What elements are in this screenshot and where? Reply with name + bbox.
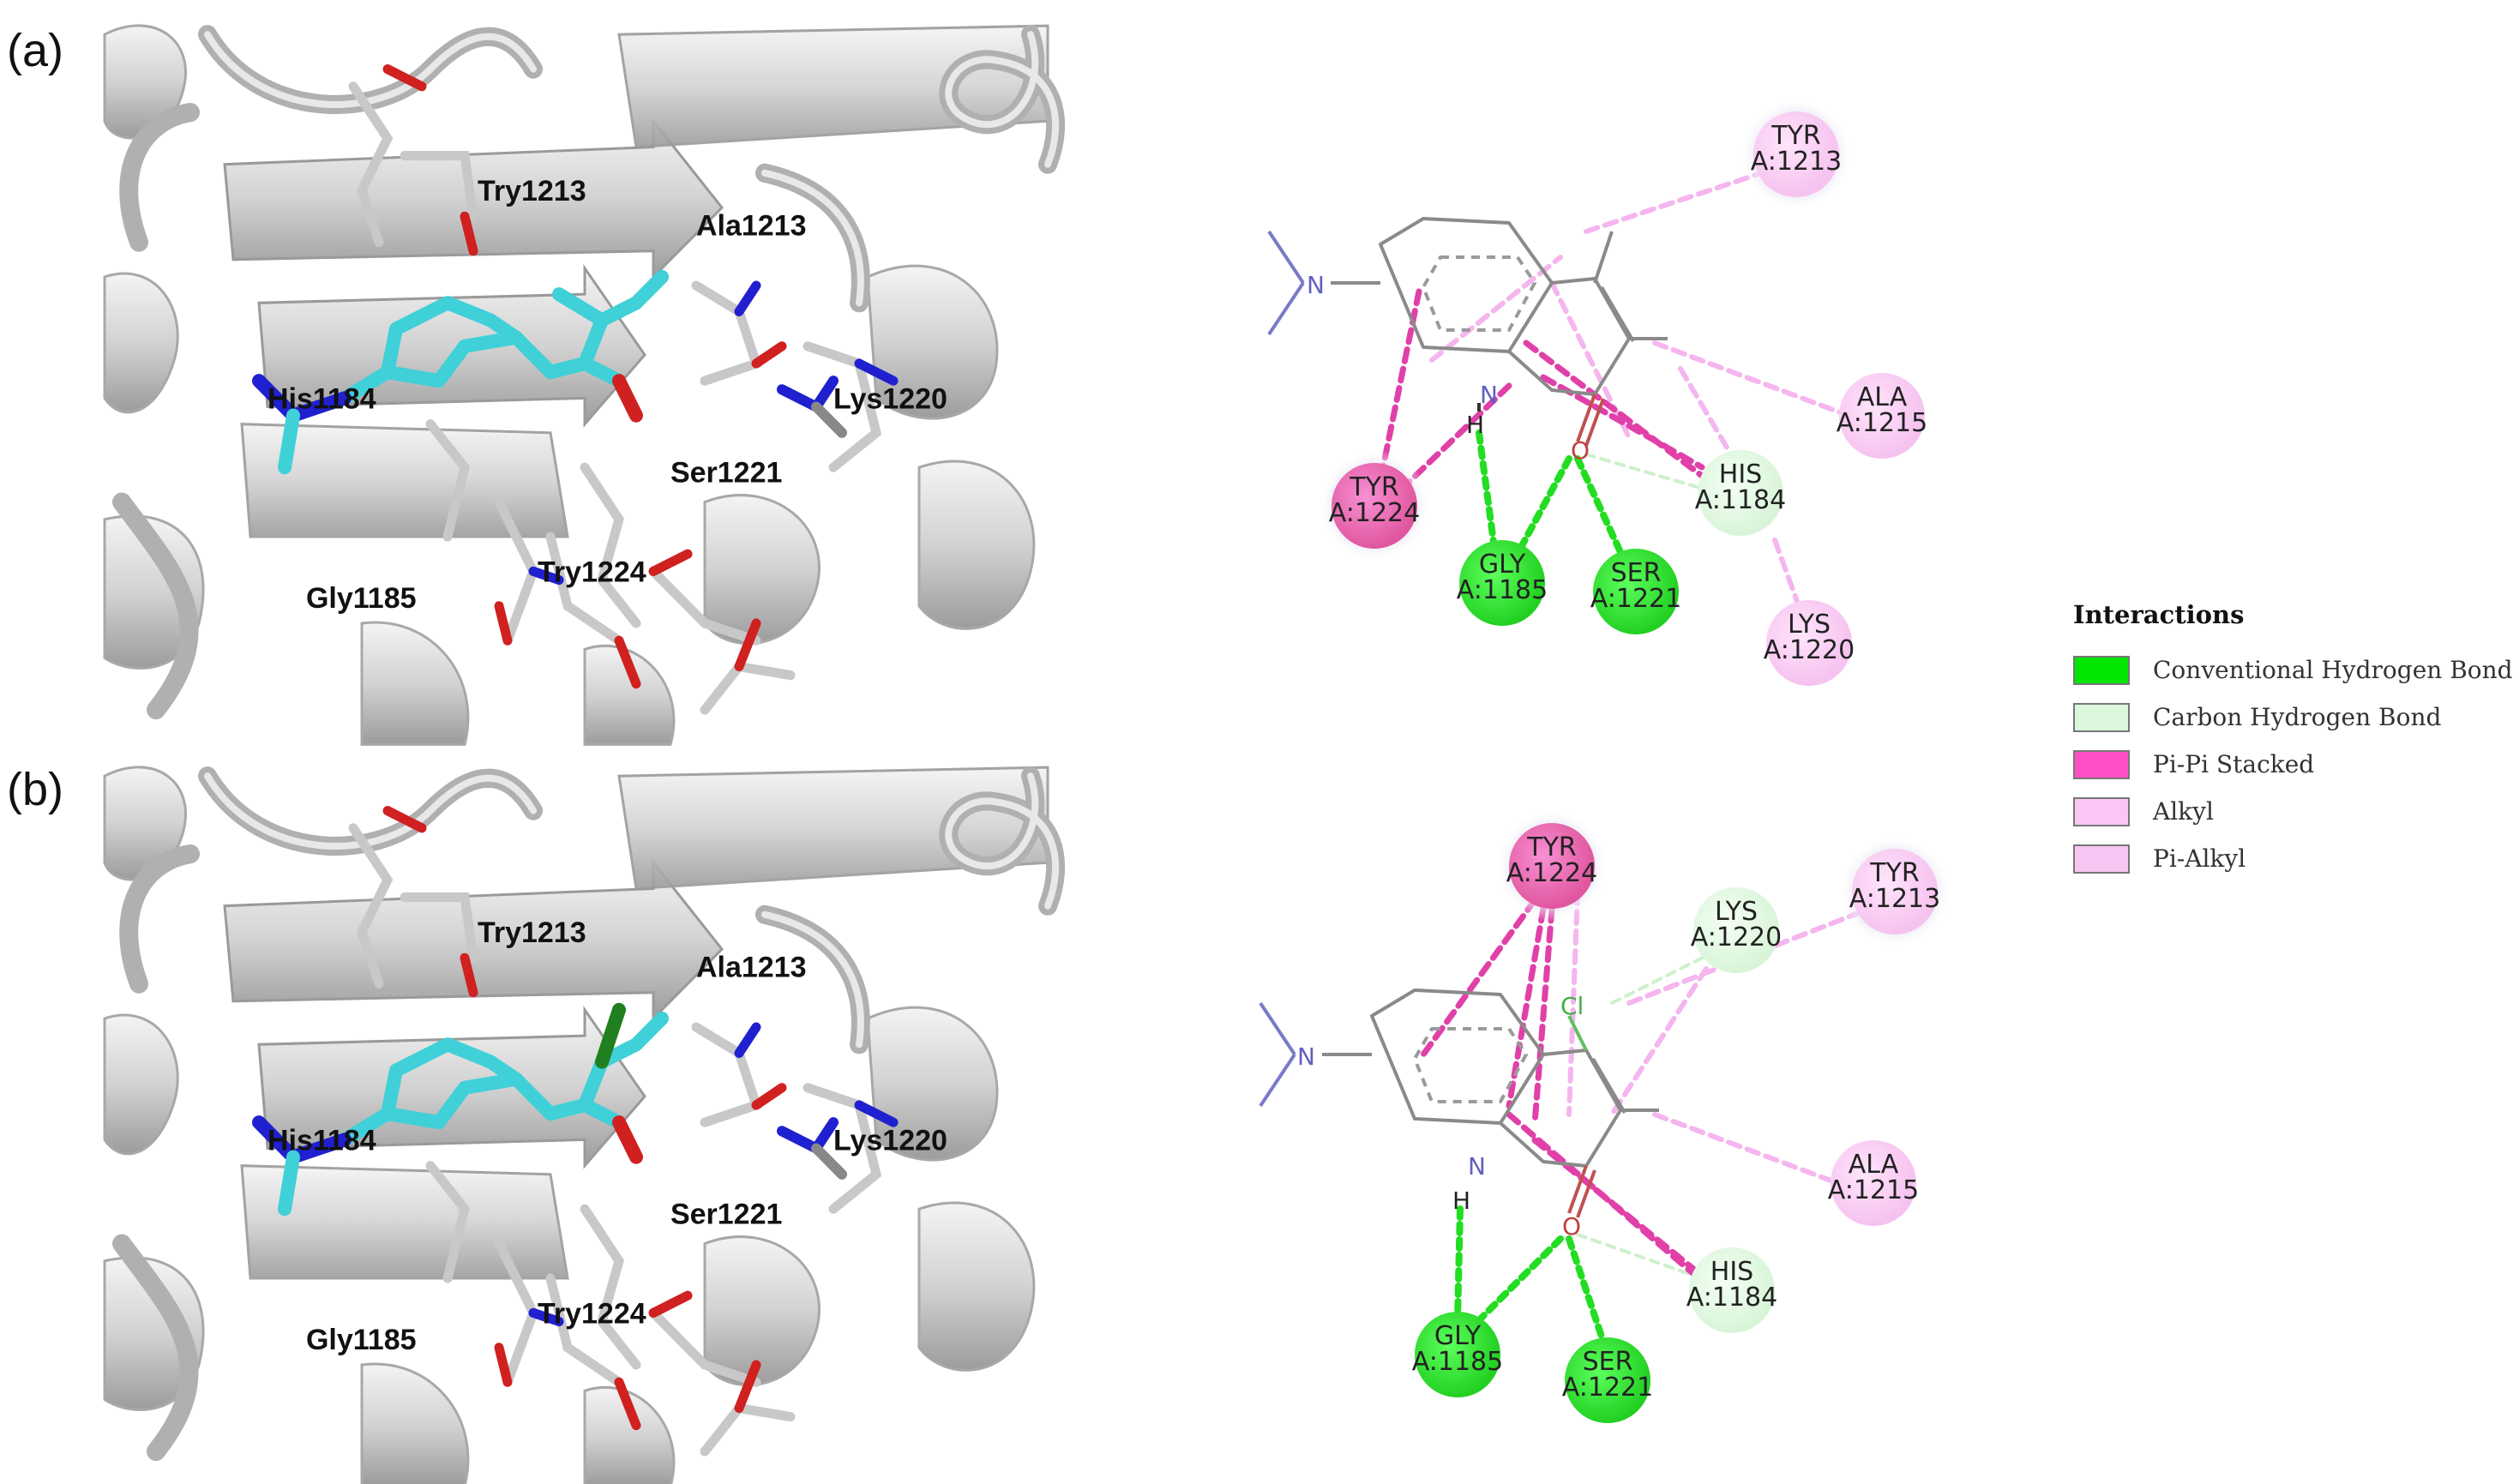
svg-text:A:1213: A:1213 bbox=[1849, 884, 1940, 914]
panel-label-a: (a) bbox=[7, 25, 63, 76]
svg-text:LYS: LYS bbox=[1788, 610, 1831, 640]
svg-text:A:1184: A:1184 bbox=[1686, 1283, 1777, 1313]
legend-swatch bbox=[2073, 655, 2130, 685]
legend-label: Carbon Hydrogen Bond bbox=[2153, 703, 2442, 731]
svg-text:A:1224: A:1224 bbox=[1506, 858, 1597, 888]
legend-swatch bbox=[2073, 796, 2130, 826]
svg-text:GLY: GLY bbox=[1434, 1321, 1482, 1351]
legend-item-pi-alkyl: Pi-Alkyl bbox=[2073, 835, 2513, 882]
residue-disc-lys1220-a: LYS A:1220 bbox=[1764, 600, 1855, 686]
label3d-his1184-b: His1184 bbox=[268, 1124, 376, 1157]
svg-text:A:1215: A:1215 bbox=[1837, 408, 1927, 438]
residue-disc-his1184-b: HIS A:1184 bbox=[1686, 1247, 1777, 1333]
legend-item-pi-pi-stacked: Pi-Pi Stacked bbox=[2073, 741, 2513, 788]
svg-text:TYR: TYR bbox=[1349, 472, 1399, 502]
label3d-gly1185-b: Gly1185 bbox=[306, 1324, 417, 1356]
label3d-ala1213-a: Ala1213 bbox=[696, 209, 806, 242]
residue-disc-ala1215-a: ALA A:1215 bbox=[1837, 373, 1927, 459]
svg-text:TYR: TYR bbox=[1771, 121, 1821, 151]
residue-disc-gly1185-b: GLY A:1185 bbox=[1412, 1312, 1503, 1397]
residue-disc-ala1215-b: ALA A:1215 bbox=[1828, 1140, 1919, 1226]
label3d-ser1221-a: Ser1221 bbox=[670, 456, 782, 489]
svg-text:A:1215: A:1215 bbox=[1828, 1175, 1919, 1205]
svg-text:GLY: GLY bbox=[1479, 550, 1526, 580]
residue-disc-ser1221-b: SER A:1221 bbox=[1562, 1337, 1653, 1423]
residue-disc-tyr1213-a: TYR A:1213 bbox=[1740, 99, 1852, 210]
svg-text:HIS: HIS bbox=[1719, 460, 1762, 490]
svg-text:A:1185: A:1185 bbox=[1457, 575, 1548, 605]
legend-label: Pi-Alkyl bbox=[2153, 844, 2246, 873]
svg-text:A:1220: A:1220 bbox=[1691, 922, 1782, 952]
atom-n-ring-b: N bbox=[1468, 1152, 1486, 1181]
interactions-legend: Interactions Conventional Hydrogen Bond … bbox=[2073, 600, 2513, 882]
atom-o-b: O bbox=[1562, 1212, 1581, 1241]
legend-swatch bbox=[2073, 844, 2130, 874]
legend-swatch bbox=[2073, 702, 2130, 732]
legend-item-carbon-hbond: Carbon Hydrogen Bond bbox=[2073, 694, 2513, 741]
atom-h-a: H bbox=[1466, 411, 1484, 439]
label3d-try1213-b: Try1213 bbox=[478, 916, 586, 949]
structure-3d-a: Try1213 Ala1213 His1184 Lys1220 Ser1221 … bbox=[105, 17, 1065, 744]
svg-text:TYR: TYR bbox=[1526, 832, 1577, 862]
atom-cl-b: Cl bbox=[1560, 992, 1584, 1020]
svg-text:A:1224: A:1224 bbox=[1329, 498, 1420, 528]
svg-text:ALA: ALA bbox=[1857, 382, 1908, 412]
atom-n-ring-a: N bbox=[1480, 381, 1498, 409]
atom-n-amine-a: N bbox=[1307, 271, 1325, 299]
legend-swatch bbox=[2073, 749, 2130, 779]
svg-text:ALA: ALA bbox=[1849, 1150, 1899, 1180]
legend-label: Pi-Pi Stacked bbox=[2153, 750, 2315, 778]
svg-text:A:1221: A:1221 bbox=[1590, 584, 1681, 614]
residue-disc-his1184-a: HIS A:1184 bbox=[1695, 450, 1786, 536]
label3d-his1184-a: His1184 bbox=[268, 382, 376, 415]
atom-n-amine-b: N bbox=[1297, 1042, 1315, 1071]
panel-label-b: (b) bbox=[7, 764, 63, 815]
legend-item-alkyl: Alkyl bbox=[2073, 788, 2513, 835]
label3d-ser1221-b: Ser1221 bbox=[670, 1198, 782, 1230]
svg-text:LYS: LYS bbox=[1715, 897, 1758, 927]
legend-title: Interactions bbox=[2073, 600, 2245, 629]
residue-disc-lys1220-b: LYS A:1220 bbox=[1691, 887, 1782, 973]
label3d-try1224-a: Try1224 bbox=[538, 556, 646, 588]
atom-h-b: H bbox=[1452, 1187, 1470, 1215]
residue-disc-tyr1224-b: TYR A:1224 bbox=[1496, 810, 1608, 922]
ligand-b bbox=[252, 1002, 669, 1217]
label3d-lys1220-b: Lys1220 bbox=[833, 1124, 947, 1157]
atom-o-a: O bbox=[1571, 436, 1590, 465]
svg-text:TYR: TYR bbox=[1869, 858, 1920, 888]
legend-label: Conventional Hydrogen Bond bbox=[2153, 656, 2513, 684]
diagram-2d-b: N N H O Cl TYR A:1224 LYS A:1220 TYR A:1… bbox=[1259, 810, 1951, 1423]
label3d-lys1220-a: Lys1220 bbox=[833, 382, 947, 415]
svg-text:SER: SER bbox=[1583, 1347, 1633, 1377]
label3d-try1213-a: Try1213 bbox=[478, 175, 586, 207]
residue-disc-ser1221-a: SER A:1221 bbox=[1590, 549, 1681, 634]
svg-text:A:1213: A:1213 bbox=[1751, 147, 1842, 177]
svg-text:A:1220: A:1220 bbox=[1764, 635, 1855, 665]
label3d-try1224-b: Try1224 bbox=[538, 1297, 646, 1330]
residue-disc-tyr1224-a: TYR A:1224 bbox=[1319, 450, 1430, 562]
residue-disc-gly1185-a: GLY A:1185 bbox=[1457, 540, 1548, 626]
svg-text:SER: SER bbox=[1611, 558, 1662, 588]
structure-3d-b: Try1213 Ala1213 His1184 Lys1220 Ser1221 … bbox=[105, 759, 1065, 1484]
diagram-2d-a: N N H O TYR A:1213 ALA A:1215 HIS A:1184… bbox=[1267, 99, 1927, 686]
ligand-a bbox=[252, 269, 669, 475]
legend-item-conventional-hbond: Conventional Hydrogen Bond bbox=[2073, 646, 2513, 694]
svg-text:HIS: HIS bbox=[1710, 1257, 1753, 1287]
label3d-gly1185-a: Gly1185 bbox=[306, 582, 417, 615]
residue-disc-tyr1213-b: TYR A:1213 bbox=[1839, 836, 1951, 947]
label3d-ala1213-b: Ala1213 bbox=[696, 951, 806, 983]
svg-text:A:1185: A:1185 bbox=[1412, 1347, 1503, 1377]
legend-label: Alkyl bbox=[2153, 797, 2214, 826]
svg-text:A:1221: A:1221 bbox=[1562, 1373, 1653, 1403]
svg-text:A:1184: A:1184 bbox=[1695, 485, 1786, 515]
